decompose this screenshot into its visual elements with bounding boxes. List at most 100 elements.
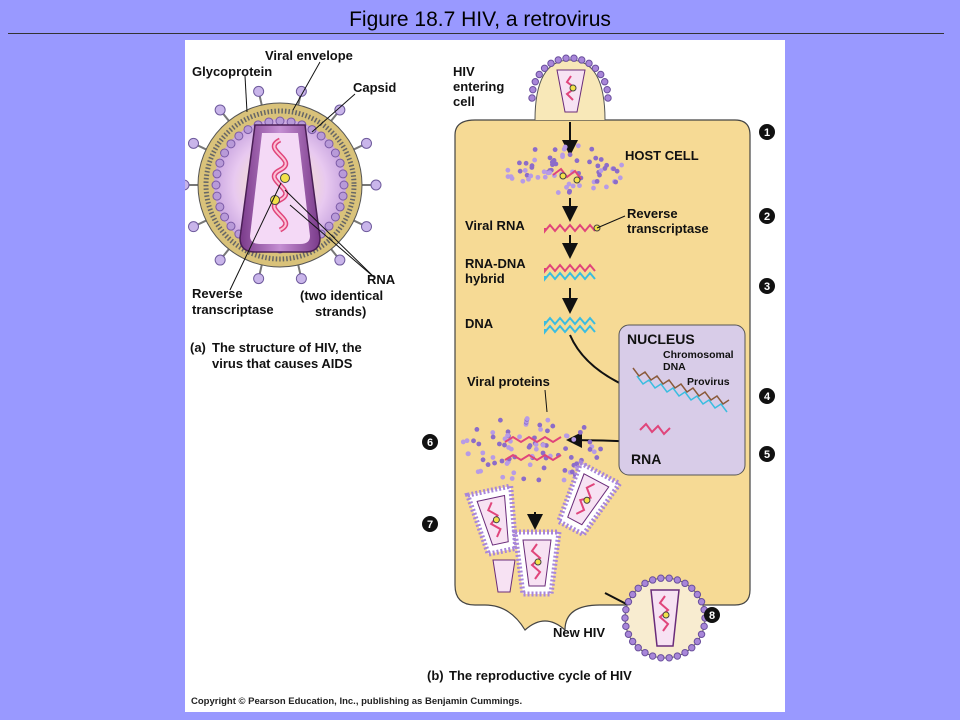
- step-number: 5: [764, 449, 770, 461]
- leader-line: [284, 189, 376, 279]
- envelope-bead: [693, 590, 702, 599]
- matrix-bead: [339, 180, 349, 190]
- protein-particle: [575, 143, 581, 149]
- envelope-bead: [673, 576, 682, 584]
- envelope-bead: [624, 630, 633, 638]
- glycoprotein-knob: [253, 273, 265, 285]
- envelope-bead: [529, 85, 537, 94]
- transcribed-rna: [639, 422, 671, 436]
- step-number: 1: [764, 127, 770, 139]
- label-reverse: Reverse: [192, 286, 243, 301]
- caption-a-line-2: virus that causes AIDS: [212, 356, 353, 371]
- protein-particle: [604, 184, 609, 190]
- protein-particle: [568, 455, 574, 460]
- leader-line: [596, 215, 626, 229]
- glycoprotein-knob: [214, 254, 226, 266]
- envelope-bead: [591, 64, 600, 72]
- protein-particle: [550, 423, 556, 429]
- protein-particle: [542, 174, 548, 180]
- protein-particle: [541, 169, 547, 175]
- virion-enzyme: [583, 496, 591, 504]
- label-new-hiv: New HIV: [553, 625, 605, 640]
- protein-particle: [521, 476, 527, 482]
- protein-particle: [570, 183, 576, 189]
- protein-particle: [490, 455, 496, 460]
- envelope-bead: [570, 54, 578, 62]
- label-chromosomal-dna: DNA: [663, 361, 686, 373]
- matrix-bead: [215, 158, 225, 168]
- matrix-bead: [335, 202, 345, 212]
- step-number: 3: [764, 281, 770, 293]
- protein-particle: [509, 176, 515, 181]
- protein-particle: [532, 157, 538, 163]
- hybrid-dna-strand: [544, 271, 596, 282]
- matrix-bead: [338, 169, 348, 179]
- assembling-virion: [512, 529, 562, 597]
- viral-rna-strand: [544, 223, 596, 234]
- label-viral-envelope: Viral envelope: [265, 48, 353, 63]
- protein-particle: [547, 155, 553, 161]
- envelope-bead: [624, 598, 633, 606]
- protein-particle: [569, 469, 575, 475]
- matrix-bead: [212, 191, 222, 201]
- protein-particle: [613, 179, 619, 185]
- protein-particle: [589, 146, 595, 152]
- label-hiv: HIV: [453, 64, 475, 79]
- glycoprotein-knob: [360, 137, 372, 149]
- protein-particle: [567, 152, 573, 158]
- label-dna: DNA: [465, 316, 494, 331]
- envelope-bead: [578, 56, 586, 64]
- label-hybrid: hybrid: [465, 271, 505, 286]
- protein-particle: [476, 441, 482, 447]
- matrix-bead: [220, 148, 230, 158]
- protein-particle: [563, 446, 568, 452]
- hiv-figure: Viral envelope Glycoprotein Capsid RNA (…: [185, 48, 775, 707]
- protein-particle: [527, 443, 533, 448]
- protein-particle: [522, 168, 528, 173]
- matrix-bead: [338, 191, 348, 201]
- protein-particle: [598, 157, 604, 162]
- hiv-structure: Viral envelope Glycoprotein Capsid RNA (…: [185, 48, 396, 371]
- glycoprotein-knob: [253, 85, 265, 97]
- virion-enzyme: [492, 516, 500, 524]
- leader-line: [544, 389, 548, 413]
- protein-particle: [571, 437, 577, 442]
- reverse-transcriptase-molecule: [280, 173, 290, 183]
- envelope-bead: [665, 654, 673, 662]
- matrix-bead: [330, 212, 340, 222]
- protein-particle: [537, 422, 543, 428]
- protein-particle: [541, 465, 547, 471]
- protein-particle: [500, 474, 506, 480]
- label-cell: cell: [453, 94, 475, 109]
- caption-b-letter: (b): [427, 668, 444, 683]
- protein-particle: [540, 450, 546, 456]
- protein-particle: [471, 438, 476, 444]
- matrix-bead: [316, 131, 326, 141]
- protein-particle: [499, 458, 505, 464]
- envelope-bead: [641, 648, 649, 657]
- protein-particle: [535, 174, 541, 180]
- protein-particle: [490, 430, 496, 435]
- protein-particle: [532, 147, 538, 152]
- step-marker: [759, 124, 775, 140]
- protein-particle: [508, 446, 514, 452]
- label-rna-2: (two identical: [300, 288, 383, 303]
- envelope-bead: [562, 54, 570, 62]
- glycoprotein-knob: [334, 254, 346, 266]
- matrix-bead: [243, 125, 253, 135]
- protein-particle: [505, 429, 511, 435]
- label-rna-nucleus: RNA: [631, 451, 661, 467]
- mature-virion: [621, 574, 709, 662]
- dna-strand-1: [544, 316, 596, 327]
- protein-particle: [540, 442, 546, 448]
- envelope-bead: [681, 579, 689, 588]
- glycoprotein-knob: [188, 137, 200, 149]
- protein-particle: [563, 433, 569, 439]
- envelope-bead: [657, 574, 665, 582]
- budding-virus: [492, 559, 516, 593]
- envelope-bead: [535, 70, 543, 79]
- protein-particle: [511, 470, 517, 476]
- caption-b: The reproductive cycle of HIV: [449, 668, 632, 683]
- step-number: 2: [764, 211, 770, 223]
- protein-particle: [614, 168, 620, 174]
